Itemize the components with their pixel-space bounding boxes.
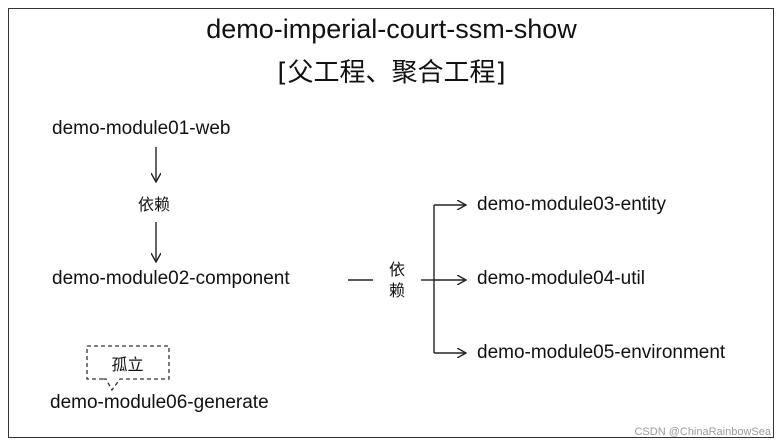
watermark: CSDN @ChinaRainbowSea <box>634 426 771 438</box>
node-module04: demo-module04-util <box>477 268 645 289</box>
depends-label-branch: 依 赖 <box>388 260 405 300</box>
diagram-subtitle: [父工程、聚合工程] <box>277 58 506 88</box>
diagram-title: demo-imperial-court-ssm-show <box>206 14 577 44</box>
depends-label-vertical-arrow: 依赖 <box>138 195 171 214</box>
node-module03: demo-module03-entity <box>477 194 667 215</box>
node-module02: demo-module02-component <box>52 268 290 289</box>
isolated-callout-outline <box>86 345 170 392</box>
diagram-frame <box>8 8 774 438</box>
node-module01: demo-module01-web <box>52 118 231 139</box>
node-module05: demo-module05-environment <box>477 342 726 363</box>
node-module06: demo-module06-generate <box>50 392 269 413</box>
isolated-label: 孤立 <box>111 355 144 374</box>
